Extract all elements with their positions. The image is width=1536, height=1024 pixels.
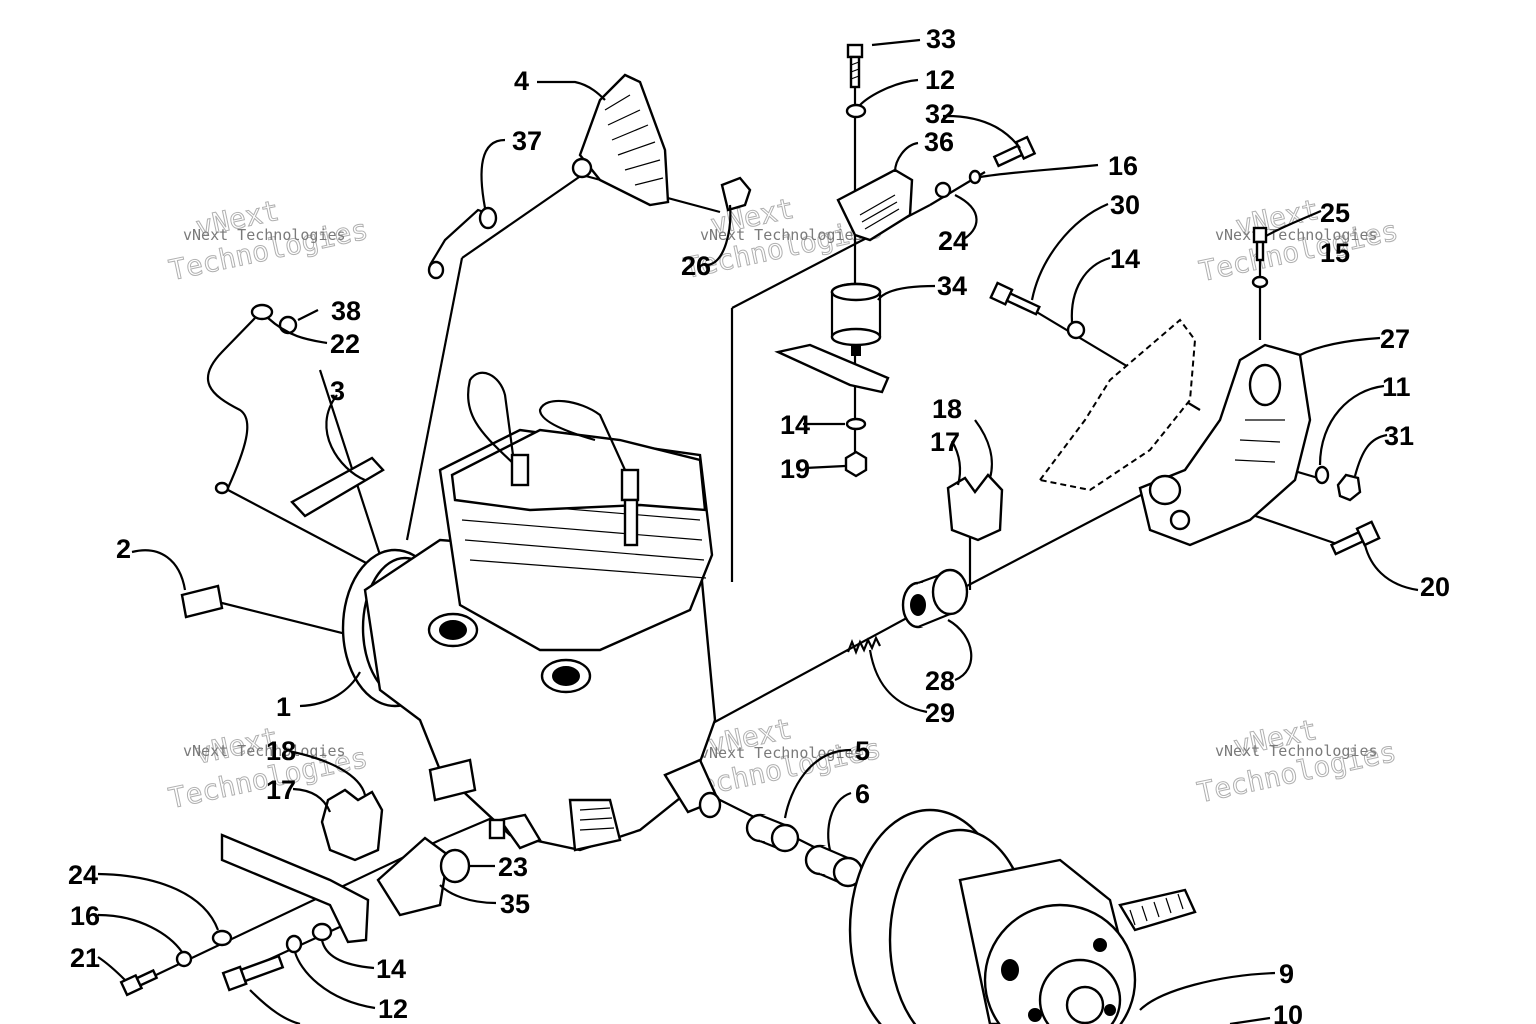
label-23: 23: [498, 852, 528, 882]
part-lockwasher-38: [278, 315, 298, 335]
label-14-right: 14: [1110, 244, 1140, 274]
part-connector-38a: [250, 303, 274, 321]
label-37: 37: [512, 126, 542, 156]
part-washer-15: [1251, 275, 1269, 289]
label-14-bottom: 14: [376, 954, 406, 984]
label-5: 5: [855, 736, 870, 766]
label-22: 22: [330, 329, 360, 359]
part-rubber-mount-34: [830, 282, 882, 356]
watermark-small-top-right: vNext Technologies: [1215, 226, 1378, 244]
part-washer-24-top: [934, 181, 952, 199]
part-washer-14-lower: [311, 922, 333, 942]
part-base-plate-left: [220, 833, 370, 944]
part-decal-2: [180, 584, 224, 619]
part-washer-12-top: [845, 103, 867, 119]
part-cover-4: [571, 73, 670, 207]
label-9: 9: [1279, 959, 1294, 989]
part-washer-16-lower: [175, 950, 193, 968]
label-6: 6: [855, 779, 870, 809]
label-2: 2: [116, 534, 131, 564]
part-washer-24-lower: [211, 929, 233, 947]
label-35: 35: [500, 889, 530, 919]
label-3: 3: [330, 376, 345, 406]
part-number-labels: 1 2 3 4 5 6 9 10 11 12 12 14 14 14 15 16…: [68, 24, 1450, 1024]
part-cover-dashed: [1038, 318, 1197, 492]
part-nut-31: [1336, 473, 1362, 502]
part-nut-19: [844, 450, 868, 478]
leader-lines: [97, 38, 1419, 1024]
part-washer-11: [1314, 465, 1330, 485]
label-36: 36: [924, 127, 954, 157]
label-38: 38: [331, 296, 361, 326]
label-18-right: 18: [932, 394, 962, 424]
part-bracket-27: [1138, 343, 1312, 547]
part-bolt-33: [846, 43, 864, 89]
label-30: 30: [1110, 190, 1140, 220]
part-spring-29: [846, 635, 881, 655]
watermark-small-mid-right: vNext Technologies: [1215, 742, 1378, 760]
label-1: 1: [276, 692, 291, 722]
label-25: 25: [1320, 198, 1350, 228]
part-mount-35: [376, 836, 450, 917]
part-clip-26: [720, 176, 752, 212]
part-engine-1: [341, 371, 722, 852]
part-washer-14-center: [845, 417, 867, 431]
label-12-bottom: 12: [378, 994, 408, 1024]
label-24-bottom: 24: [68, 860, 98, 890]
part-bushing-5: [745, 813, 800, 853]
label-19: 19: [780, 454, 810, 484]
label-24-top: 24: [938, 226, 968, 256]
part-clutch-9: [848, 808, 1197, 1024]
part-bolt-30: [989, 281, 1041, 316]
label-26: 26: [681, 251, 711, 281]
part-bracket-18-17-left: [320, 788, 384, 862]
label-4: 4: [514, 66, 529, 96]
label-18-left: 18: [266, 736, 296, 766]
label-16-bottom: 16: [70, 901, 100, 931]
part-decal-3: [290, 456, 385, 518]
label-32: 32: [925, 99, 955, 129]
parts: [119, 43, 1381, 1024]
part-bolt-20: [1329, 520, 1381, 556]
label-15: 15: [1320, 238, 1350, 268]
label-17-right: 17: [930, 427, 960, 457]
label-10: 10: [1273, 1000, 1303, 1024]
label-17-left: 17: [266, 775, 296, 805]
part-bolt-32: [992, 135, 1037, 168]
label-20: 20: [1420, 572, 1450, 602]
part-sleeve-6: [804, 844, 864, 888]
part-washer-23: [439, 848, 471, 884]
label-14-center: 14: [780, 410, 810, 440]
label-12-top: 12: [925, 65, 955, 95]
watermark-small-mid-center: vNext Technologies: [700, 744, 863, 762]
part-washer-16-top: [968, 169, 982, 185]
label-29: 29: [925, 698, 955, 728]
part-bolt-12-lower: [221, 954, 285, 992]
part-damper-28: [901, 568, 969, 629]
part-plate-under-mount: [774, 343, 890, 394]
part-screw-25: [1252, 226, 1268, 244]
part-bracket-18-17-right: [946, 473, 1004, 542]
label-27: 27: [1380, 324, 1410, 354]
label-28: 28: [925, 666, 955, 696]
part-bolt-21: [119, 968, 159, 997]
watermark-small-top-left: vNext Technologies: [183, 226, 346, 244]
watermark-small-top-center: vNext Technologies: [700, 226, 863, 244]
label-11: 11: [1382, 372, 1411, 402]
part-washer-14-right: [1066, 320, 1086, 340]
label-31: 31: [1384, 421, 1414, 451]
label-34: 34: [937, 271, 967, 301]
part-wire-22: [206, 317, 256, 489]
watermark-small-mid-left: vNext Technologies: [183, 742, 346, 760]
label-21: 21: [70, 943, 100, 973]
label-33: 33: [926, 24, 956, 54]
label-16-top: 16: [1108, 151, 1138, 181]
part-washer-12-lower: [285, 934, 303, 954]
